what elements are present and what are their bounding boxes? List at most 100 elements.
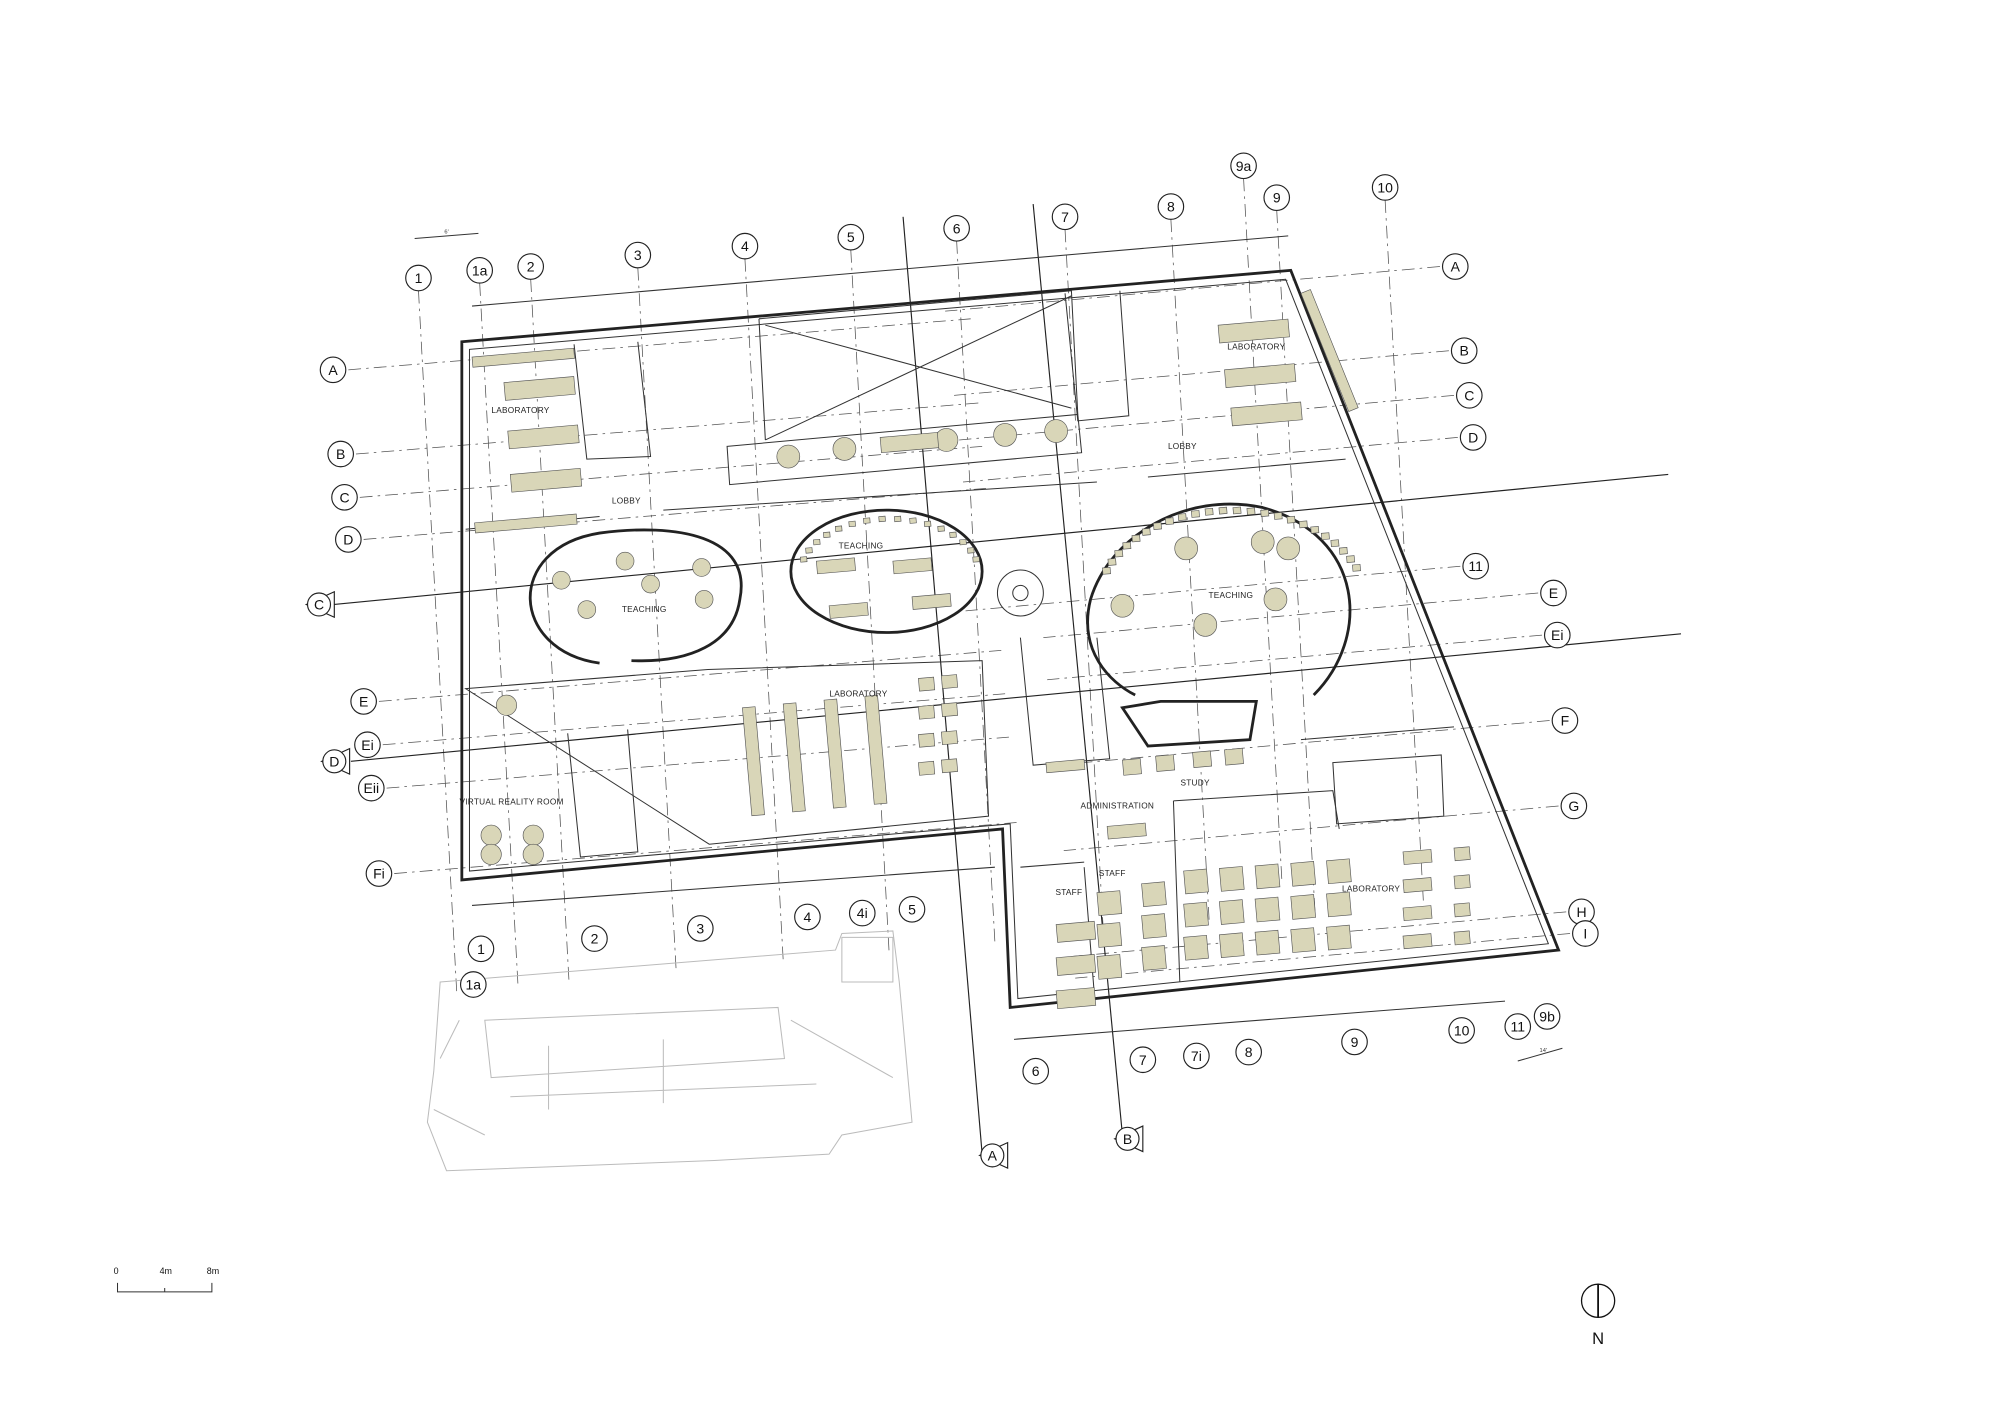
furniture-table <box>864 694 888 805</box>
furniture-table <box>816 557 856 575</box>
furniture-table <box>1141 913 1167 939</box>
furniture-round-table <box>776 444 801 469</box>
grid-label: I <box>1583 925 1587 941</box>
grid-bubble-bottom-right-columns-7i: 7i <box>1183 1042 1210 1070</box>
gridline <box>394 822 1017 874</box>
grid-label: E <box>1549 585 1558 601</box>
grid-label: Eii <box>364 780 380 796</box>
gridline <box>1064 229 1104 931</box>
furniture-table <box>1165 517 1174 526</box>
grid-label: 1a <box>466 977 482 993</box>
gridline <box>965 565 1461 612</box>
gridline <box>959 394 1455 441</box>
grid-bubble-top-columns-6: 6 <box>943 214 970 242</box>
furniture-table <box>940 730 959 746</box>
grid-bubble-top-columns-9a: 9a <box>1230 152 1257 180</box>
angle-dimension-left: 6' <box>444 229 448 235</box>
room-label-laboratory: LABORATORY <box>1342 884 1400 893</box>
gridline <box>359 445 983 498</box>
dimension-labels: 6' 14' <box>414 229 1563 1062</box>
grid-bubble-right-rows-F: F <box>1551 707 1579 734</box>
grid-bubble-left-rows-E: E <box>350 688 377 715</box>
furniture-table <box>893 515 902 523</box>
grid-bubble-bottom-right-columns-11: 11 <box>1504 1013 1532 1040</box>
furniture-table <box>1300 289 1359 412</box>
furniture-table <box>1224 747 1244 766</box>
furniture-table <box>1453 846 1471 862</box>
furniture-round-table <box>641 574 660 594</box>
scale-label-4m: 4m <box>160 1266 172 1276</box>
grid-bubble-bottom-left-columns-4i: 4i <box>848 899 876 927</box>
furniture-round-table <box>522 824 544 846</box>
grid-label: Ei <box>361 737 373 753</box>
gridline <box>1043 592 1539 639</box>
room-label-teaching: TEACHING <box>1208 591 1253 600</box>
furniture-table <box>1246 507 1256 516</box>
grid-bubble-right-rows-A: A <box>1441 253 1469 280</box>
room-label-lobby: LOBBY <box>1168 442 1197 451</box>
gridline <box>962 437 1458 483</box>
section-marker-B: B <box>1113 1125 1144 1153</box>
gridline <box>355 402 979 455</box>
north-label: N <box>1592 1329 1604 1348</box>
furniture-table <box>1153 522 1162 530</box>
gridline <box>945 266 1441 312</box>
furniture-round-table <box>832 437 857 461</box>
furniture-table <box>863 517 871 524</box>
gridline <box>378 650 1002 702</box>
grid-label: Fi <box>373 866 385 882</box>
furniture-round-table <box>1263 587 1288 612</box>
furniture-table <box>1330 539 1340 548</box>
grid-label: F <box>1561 713 1570 729</box>
furniture-table <box>1254 896 1281 923</box>
furniture-round-table <box>577 600 597 619</box>
furniture-table <box>1402 877 1433 893</box>
furniture-table <box>1290 861 1316 887</box>
grid-bubble-top-columns-2: 2 <box>517 253 545 280</box>
furniture-table <box>509 467 583 493</box>
grid-bubble-right-rows-B: B <box>1450 337 1478 365</box>
furniture-table <box>813 538 821 546</box>
section-line <box>1032 203 1123 1136</box>
furniture-table <box>1298 520 1308 529</box>
grid-bubble-top-columns-1: 1 <box>405 264 432 292</box>
room-label-lobby: LOBBY <box>612 497 641 506</box>
grid-label: B <box>336 446 345 462</box>
grid-bubble-left-rows-A: A <box>319 356 347 384</box>
furniture-table <box>1232 506 1242 515</box>
furniture-round-table <box>615 551 635 571</box>
gridline <box>348 318 971 371</box>
furniture-table <box>1141 528 1151 536</box>
grid-label: 7 <box>1061 209 1069 225</box>
angle-dimension-right: 14' <box>1540 1048 1547 1054</box>
furniture-table <box>1402 933 1433 950</box>
grid-bubble-top-columns-3: 3 <box>624 241 652 269</box>
furniture-table <box>1055 987 1097 1010</box>
grid-bubble-bottom-right-columns-9b: 9b <box>1533 1003 1561 1030</box>
room-label-staff: STAFF <box>1055 888 1082 897</box>
grid-bubble-right-rows-Ei: Ei <box>1543 621 1571 649</box>
furniture-table <box>1320 532 1330 541</box>
grid-label: 2 <box>591 931 599 947</box>
grid-bubble-top-columns-4: 4 <box>731 232 759 260</box>
gridline <box>1063 805 1559 851</box>
grid-bubble-bottom-right-columns-8: 8 <box>1235 1038 1263 1066</box>
furniture-table <box>474 513 578 534</box>
furniture-table <box>1310 526 1320 534</box>
furniture-table <box>1122 541 1132 550</box>
furniture-table <box>1402 849 1433 865</box>
gridline <box>418 290 458 993</box>
grid-bubble-bottom-left-columns-1: 1 <box>467 935 495 963</box>
furniture-table <box>1230 401 1303 427</box>
furniture-round-table <box>692 558 711 577</box>
furniture-table <box>1096 890 1123 916</box>
gridline <box>363 488 987 540</box>
furniture-table <box>1326 858 1352 885</box>
grid-bubble-bottom-left-columns-1a: 1a <box>459 971 487 998</box>
furniture-table <box>1155 754 1176 772</box>
grid-label: C <box>339 489 349 505</box>
grid-label: C <box>1464 387 1474 403</box>
grid-bubble-left-rows-Ei: Ei <box>354 731 381 759</box>
furniture-table <box>937 525 945 532</box>
furniture-table <box>1338 547 1348 555</box>
